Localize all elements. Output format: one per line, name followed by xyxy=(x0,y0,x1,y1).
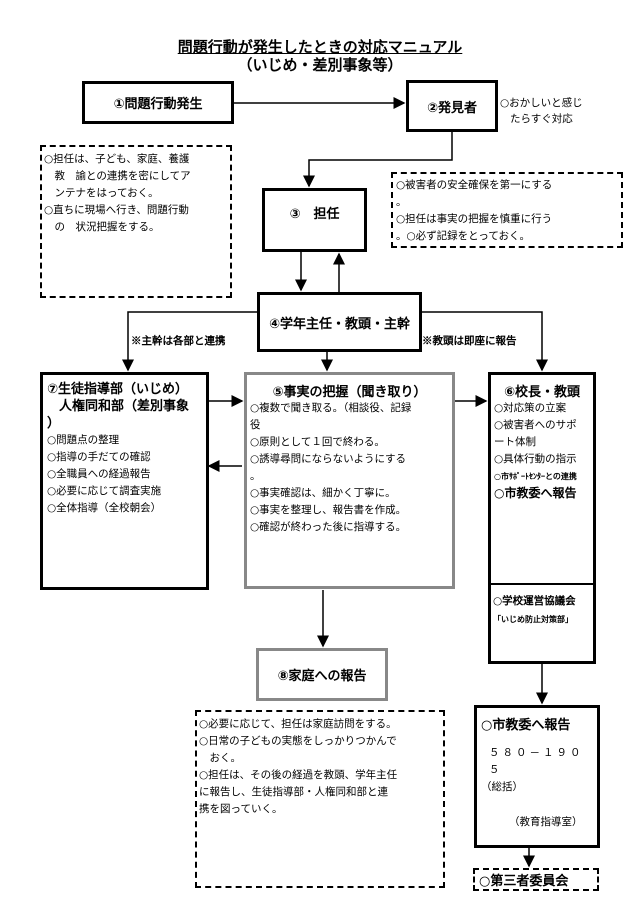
homeroom-note: ○担任は、子ども、家庭、養護 教 諭との連携を密にしてア ンテナをはっておく。 … xyxy=(40,145,232,298)
city-phone: ５８０－１９０５ xyxy=(489,747,584,776)
box-incident: ①問題行動発生 xyxy=(82,81,234,124)
safety-note: ○被害者の安全確保を第一にする 。 ○担任は事実の把握を慎重に行う 。○必ず記録… xyxy=(391,172,623,248)
city-report-title: ○市教委へ報告 xyxy=(481,718,571,733)
fact-finding-title: ⑤事実の把握（聞き取り） xyxy=(272,385,427,400)
box-discoverer: ②発見者 xyxy=(406,80,498,132)
city-note-office: （教育指導室） xyxy=(509,816,583,828)
school-council: ○学校運営協議会 「いじめ防止対策部」 xyxy=(491,583,593,625)
box-home-report: ⑧家庭への報告 xyxy=(256,648,388,701)
page-title: 問題行動が発生したときの対応マニュアル xyxy=(177,38,463,56)
box-student-guidance: ⑦生徒指導部（いじめ） 人権同和部（差別事象 ） ○問題点の整理 ○指導の手だて… xyxy=(40,372,209,590)
discoverer-note: ○おかしいと感じ たらすぐ対応 xyxy=(500,97,583,125)
principal-title: ⑥校長・教頭 xyxy=(503,385,580,400)
box-principal: ⑥校長・教頭 ○対応策の立案 ○被害者へのサポ ート体制 ○具体行動の指示 ○市… xyxy=(488,372,596,664)
box-city-board-report: ○市教委へ報告 ５８０－１９０５ （総括） （教育指導室） xyxy=(474,705,600,848)
home-visit-note: ○必要に応じて、担任は家庭訪問をする。 ○日常の子どもの実態をしっかりつかんで … xyxy=(195,710,445,888)
label-chief-link: ※主幹は各部と連携 xyxy=(131,335,226,347)
page-subtitle: （いじめ・差別事象等） xyxy=(237,56,403,74)
box-homeroom-teacher: ③ 担任 xyxy=(262,188,367,252)
student-guidance-title: ⑦生徒指導部（いじめ） 人権同和部（差別事象 ） xyxy=(47,382,190,431)
box-fact-finding: ⑤事実の把握（聞き取り） ○複数で聞き取る。（相談役、記録 役 ○原則として１回… xyxy=(244,372,455,589)
box-grade-head: ④学年主任・教頭・主幹 xyxy=(257,292,422,352)
arrow-2-to-3 xyxy=(303,132,453,188)
box-third-party-committee: ○第三者委員会 xyxy=(473,868,599,891)
city-note-general: （総括） xyxy=(481,781,523,793)
label-vice-report: ※教頭は即座に報告 xyxy=(422,335,517,347)
arrow-4-to-7 xyxy=(122,311,259,372)
arrow-4-to-6 xyxy=(420,311,548,372)
